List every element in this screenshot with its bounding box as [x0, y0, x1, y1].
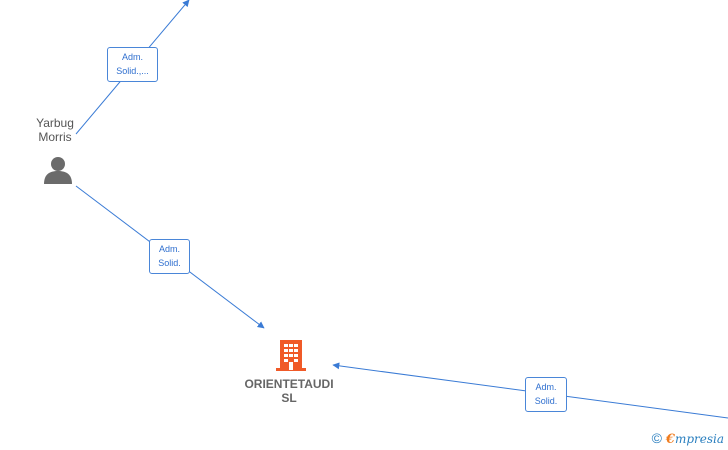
company-name-line1: ORIENTETAUDI [244, 377, 334, 391]
edge-label-role[interactable]: Adm. Solid. [525, 377, 567, 412]
edge-label-line1: Adm. [158, 244, 180, 254]
brand-name: mpresia [674, 432, 724, 446]
person-name-line2: Morris [38, 130, 72, 144]
copyright-symbol: © [651, 430, 662, 446]
edge-label-line1: Adm. [121, 52, 143, 62]
building-icon[interactable] [275, 338, 307, 372]
company-name-line2: SL [281, 391, 297, 405]
edge-label-role[interactable]: Adm. Solid.,... [107, 47, 158, 82]
empresia-watermark: ©€mpresia [652, 430, 724, 448]
person-name-line1: Yarbug [36, 116, 74, 130]
edge-label-role[interactable]: Adm. Solid. [149, 239, 190, 274]
brand-logo-letter: € [665, 432, 675, 447]
edge-label-line1: Adm. [535, 382, 557, 392]
person-icon[interactable] [43, 155, 73, 185]
company-name-label[interactable]: ORIENTETAUDI SL [230, 377, 348, 405]
edge-label-line2: Solid.,... [116, 66, 149, 76]
edge-label-line2: Solid. [158, 258, 181, 268]
edge-label-line2: Solid. [534, 396, 558, 406]
person-name-label[interactable]: Yarbug Morris [22, 116, 88, 144]
